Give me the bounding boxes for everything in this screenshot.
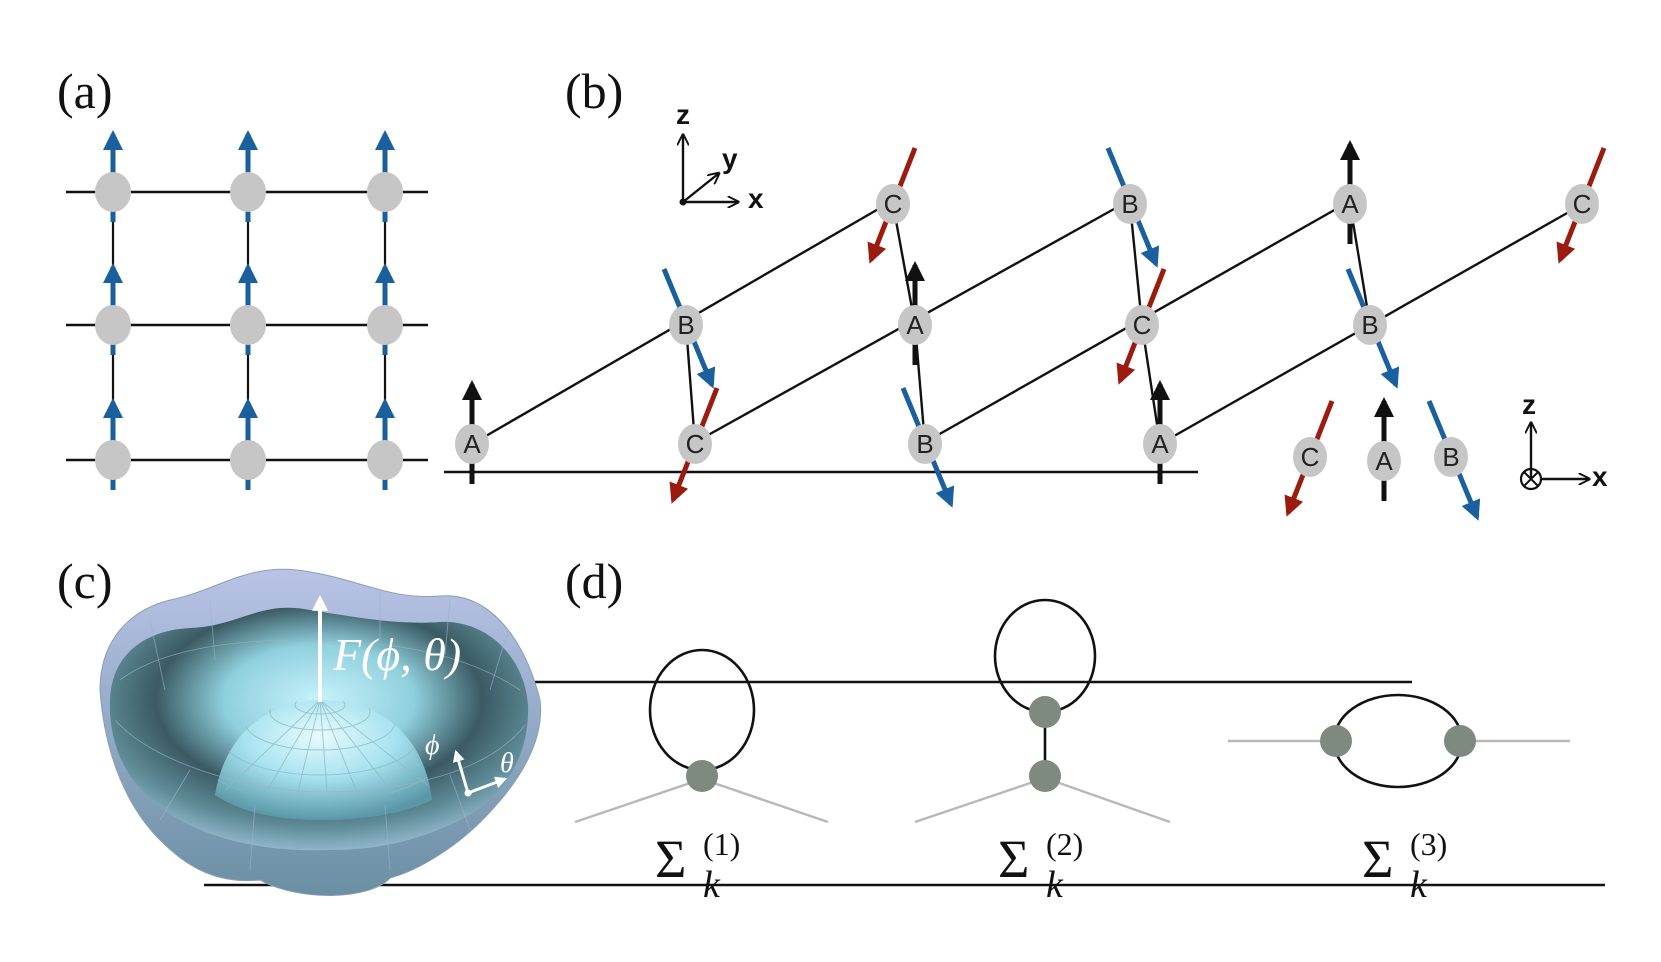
lattice-site xyxy=(876,184,910,224)
feynman-diagram-3 xyxy=(1228,693,1570,789)
lattice-site xyxy=(898,305,932,345)
sigma-2-superscript: (2) xyxy=(1046,826,1083,862)
site-label-B: B xyxy=(1361,310,1378,340)
panel-d-label: (d) xyxy=(565,553,623,609)
lattice-site xyxy=(1143,424,1177,464)
feynman-diagram-1 xyxy=(574,648,829,824)
axis-y-label: y xyxy=(722,143,738,174)
lattice-site xyxy=(1113,184,1147,224)
site-label-B: B xyxy=(916,429,933,459)
sigma-1-superscript: (1) xyxy=(703,826,740,862)
site-label-A: A xyxy=(463,429,481,459)
axis-z2-label: z xyxy=(1522,389,1536,420)
lattice-site xyxy=(669,305,703,345)
lattice-bond xyxy=(1128,203,1144,326)
theta-label: θ xyxy=(500,748,514,779)
lattice-site xyxy=(95,172,131,212)
site-label-A: A xyxy=(906,310,924,340)
feynman-diagram-2 xyxy=(914,598,1171,824)
lattice-site xyxy=(1565,184,1599,224)
svg-text:Σ: Σ xyxy=(655,829,686,889)
sigma-label-2: Σ (2) k xyxy=(998,826,1083,906)
lattice-bond xyxy=(1348,203,1372,326)
phi-label: ϕ xyxy=(425,730,440,761)
panel-a-label: (a) xyxy=(57,63,113,119)
vertex-dot xyxy=(1320,725,1352,757)
vertex-dot xyxy=(1444,725,1476,757)
axis-x2-label: x xyxy=(1592,461,1608,492)
into-page-axis-icon: z x xyxy=(1519,389,1608,492)
panel-a-square-lattice xyxy=(66,130,428,490)
site-label-C: C xyxy=(1133,310,1152,340)
lattice-site xyxy=(367,305,403,345)
free-energy-surface: F(ϕ, θ) ϕ θ xyxy=(99,568,542,897)
lattice-site xyxy=(230,440,266,480)
vertex-dot xyxy=(1029,696,1061,728)
lattice-site xyxy=(95,440,131,480)
axis-z-label: z xyxy=(676,99,690,130)
sigma-1-subscript: k xyxy=(703,864,721,906)
lattice-site xyxy=(1293,437,1327,477)
sigma-2-subscript: k xyxy=(1046,864,1064,906)
site-label-C: C xyxy=(884,189,903,219)
lattice-site xyxy=(1367,441,1401,481)
lattice-site xyxy=(455,424,489,464)
lattice-site xyxy=(1333,184,1367,224)
svg-text:Σ: Σ xyxy=(1362,829,1393,889)
sigma-label-3: Σ (3) k xyxy=(1362,826,1447,906)
site-label-A: A xyxy=(1375,446,1393,476)
vertex-dot xyxy=(1029,760,1061,792)
lattice-site xyxy=(230,305,266,345)
lattice-site xyxy=(367,440,403,480)
panel-c-label: (c) xyxy=(57,553,113,609)
vertex-dot xyxy=(686,760,718,792)
lattice-site xyxy=(95,305,131,345)
sigma-3-subscript: k xyxy=(1410,864,1428,906)
lattice-site xyxy=(1353,305,1387,345)
site-label-A: A xyxy=(1151,429,1169,459)
svg-text:Σ: Σ xyxy=(998,829,1029,889)
lattice-site xyxy=(678,424,712,464)
sigma-3-superscript: (3) xyxy=(1410,826,1447,862)
site-label-C: C xyxy=(1573,189,1592,219)
lattice-site xyxy=(1125,305,1159,345)
site-label-B: B xyxy=(1442,442,1459,472)
site-label-B: B xyxy=(1121,189,1138,219)
panel-b-label: (b) xyxy=(565,63,623,119)
lattice-bond xyxy=(891,203,917,326)
sigma-label-1: Σ (1) k xyxy=(655,826,740,906)
lattice-site xyxy=(367,172,403,212)
lattice-site xyxy=(908,424,942,464)
site-label-A: A xyxy=(1341,189,1359,219)
site-label-C: C xyxy=(686,429,705,459)
axis-x-label: x xyxy=(748,183,764,214)
free-energy-label: F(ϕ, θ) xyxy=(332,629,461,680)
lattice-site xyxy=(230,172,266,212)
xyz-axes-icon: z y x xyxy=(676,99,764,214)
panel-b-triangular-lattice: A C B A B A C B C B A C C A B xyxy=(204,140,1607,887)
site-label-C: C xyxy=(1301,442,1320,472)
site-label-B: B xyxy=(677,310,694,340)
lattice-site xyxy=(1434,437,1468,477)
